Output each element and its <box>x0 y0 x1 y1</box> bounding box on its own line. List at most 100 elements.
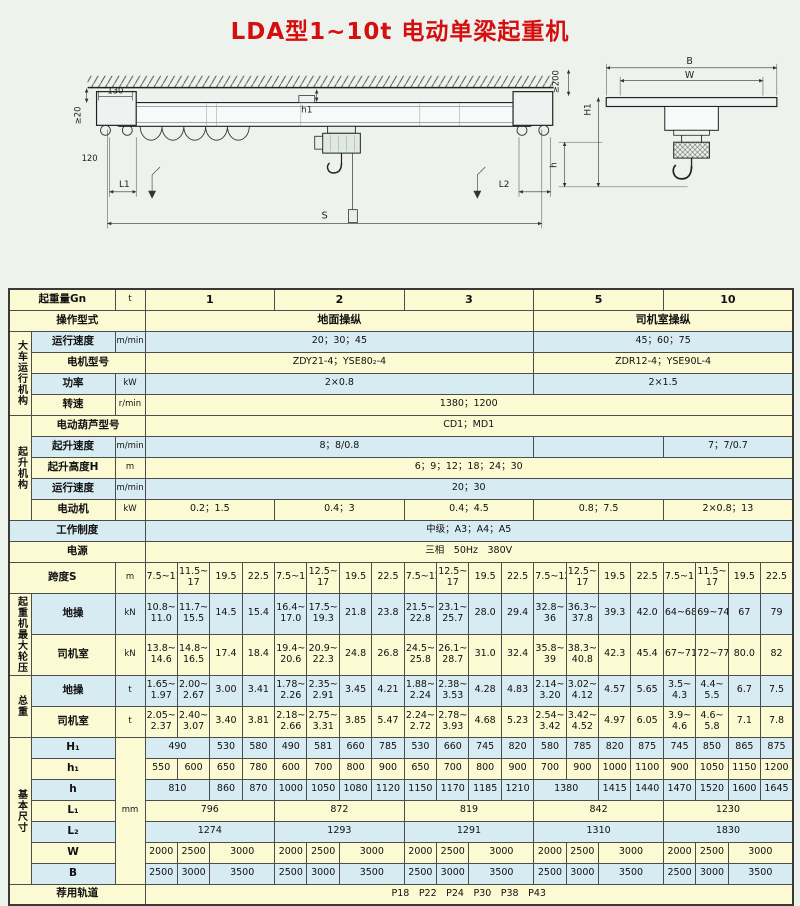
value-cell: 2500 <box>144 862 178 885</box>
value-cell: 3000 <box>176 862 211 885</box>
value-cell: 45.4 <box>630 633 664 676</box>
dim-label-h1: h1 <box>301 105 312 115</box>
value-cell: 1100 <box>630 757 664 780</box>
value-cell: 7.5~11 <box>144 561 178 594</box>
end-truck-left <box>95 91 137 136</box>
row-label: 司机室 <box>30 705 116 738</box>
value-cell: 1380；1200 <box>144 393 794 416</box>
value-cell: 82 <box>760 633 794 676</box>
value-cell: 600 <box>176 757 211 780</box>
value-cell: 700 <box>436 757 470 780</box>
unit-label: mm <box>114 736 146 885</box>
unit-label: m/min <box>114 435 146 458</box>
value-cell: 900 <box>371 757 405 780</box>
value-cell: 3.00 <box>209 674 243 707</box>
value-cell: 1120 <box>371 778 405 801</box>
value-cell: 32.4 <box>500 633 535 676</box>
value-cell: 5.65 <box>630 674 664 707</box>
value-cell: 4.83 <box>500 674 535 707</box>
crane-drawing-area: 130 ≥20 120 L1 L2 S h1 B W ≥200 H1 h <box>0 48 800 286</box>
value-cell: 11.5~ 17 <box>176 561 211 594</box>
value-cell: 4.4~ 5.5 <box>695 674 729 707</box>
value-cell: 3500 <box>598 862 664 885</box>
value-cell: 2.75~ 3.31 <box>306 705 340 738</box>
value-cell: 870 <box>241 778 276 801</box>
unit-label: kN <box>114 633 146 676</box>
value-cell: 2.38~ 3.53 <box>436 674 470 707</box>
value-cell: 7.8 <box>760 705 794 738</box>
value-cell: 19.5 <box>468 561 502 594</box>
value-cell: 32.8~ 36 <box>533 592 567 635</box>
value-cell: 1230 <box>662 799 794 822</box>
value-cell: 2.35~ 2.91 <box>306 674 340 707</box>
crane-girder <box>106 95 543 127</box>
value-cell: 2500 <box>662 862 697 885</box>
column-header: 司机室操纵 <box>533 309 794 332</box>
value-cell: 2×1.5 <box>533 372 794 395</box>
unit-label: kW <box>114 498 146 521</box>
value-cell: 6.7 <box>727 674 762 707</box>
value-cell: 24.8 <box>338 633 373 676</box>
value-cell: 1210 <box>500 778 535 801</box>
value-cell: 745 <box>662 736 697 759</box>
value-cell: 26.1~ 28.7 <box>436 633 470 676</box>
value-cell: 19.5 <box>338 561 373 594</box>
value-cell: P18 P22 P24 P30 P38 P43 <box>144 883 794 906</box>
table-row: 工作制度中级；A3；A4；A5 <box>8 519 794 542</box>
value-cell: 7.5~12 <box>533 561 567 594</box>
dim-label-120: 120 <box>82 153 98 163</box>
value-cell: 3500 <box>468 862 535 885</box>
value-cell: 中级；A3；A4；A5 <box>144 519 794 542</box>
value-cell: 2500 <box>533 862 567 885</box>
value-cell: 1200 <box>760 757 794 780</box>
value-cell: 600 <box>274 757 308 780</box>
value-cell: 3.02~ 4.12 <box>565 674 600 707</box>
value-cell: 1380 <box>533 778 600 801</box>
value-cell: 785 <box>371 736 405 759</box>
value-cell: 0.4；4.5 <box>403 498 535 521</box>
value-cell: 22.5 <box>241 561 276 594</box>
value-cell: 2000 <box>662 841 697 864</box>
value-cell: 0.4；3 <box>274 498 405 521</box>
value-cell: 23.1~ 25.7 <box>436 592 470 635</box>
row-label: 电机型号 <box>30 351 146 374</box>
value-cell: 1415 <box>598 778 632 801</box>
value-cell: 13.8~ 14.6 <box>144 633 178 676</box>
table-row: 操作型式地面操纵司机室操纵 <box>8 309 794 332</box>
value-cell: 2×0.8；13 <box>662 498 794 521</box>
row-label: 电动葫芦型号 <box>30 414 146 437</box>
value-cell: 11.5~ 17 <box>695 561 729 594</box>
value-cell: 28.0 <box>468 592 502 635</box>
value-cell: 2.00~ 2.67 <box>176 674 211 707</box>
row-label: 起升速度 <box>30 435 116 458</box>
value-cell: 3.41 <box>241 674 276 707</box>
value-cell: 21.5~ 22.8 <box>403 592 438 635</box>
value-cell: 18.4 <box>241 633 276 676</box>
value-cell: 1000 <box>274 778 308 801</box>
value-cell: 1830 <box>662 820 794 843</box>
value-cell: 3.42~ 4.52 <box>565 705 600 738</box>
value-cell: 23.8 <box>371 592 405 635</box>
section-label: 总重 <box>8 674 32 738</box>
value-cell: 7.5~11 <box>662 561 697 594</box>
value-cell: 20；30；45 <box>144 330 535 353</box>
row-label: 功率 <box>30 372 116 395</box>
dim-label-H1: H1 <box>583 103 593 115</box>
value-cell: 796 <box>144 799 276 822</box>
value-cell: 20.9~ 22.3 <box>306 633 340 676</box>
value-cell: 3.9~ 4.6 <box>662 705 697 738</box>
value-cell: 1291 <box>403 820 535 843</box>
value-cell: 67~71 <box>662 633 697 676</box>
table-row: 电源三相 50Hz 380V <box>8 540 794 563</box>
value-cell: 820 <box>500 736 535 759</box>
value-cell: 819 <box>403 799 535 822</box>
row-label: 电源 <box>8 540 146 563</box>
value-cell: 1293 <box>274 820 405 843</box>
value-cell: 530 <box>209 736 243 759</box>
